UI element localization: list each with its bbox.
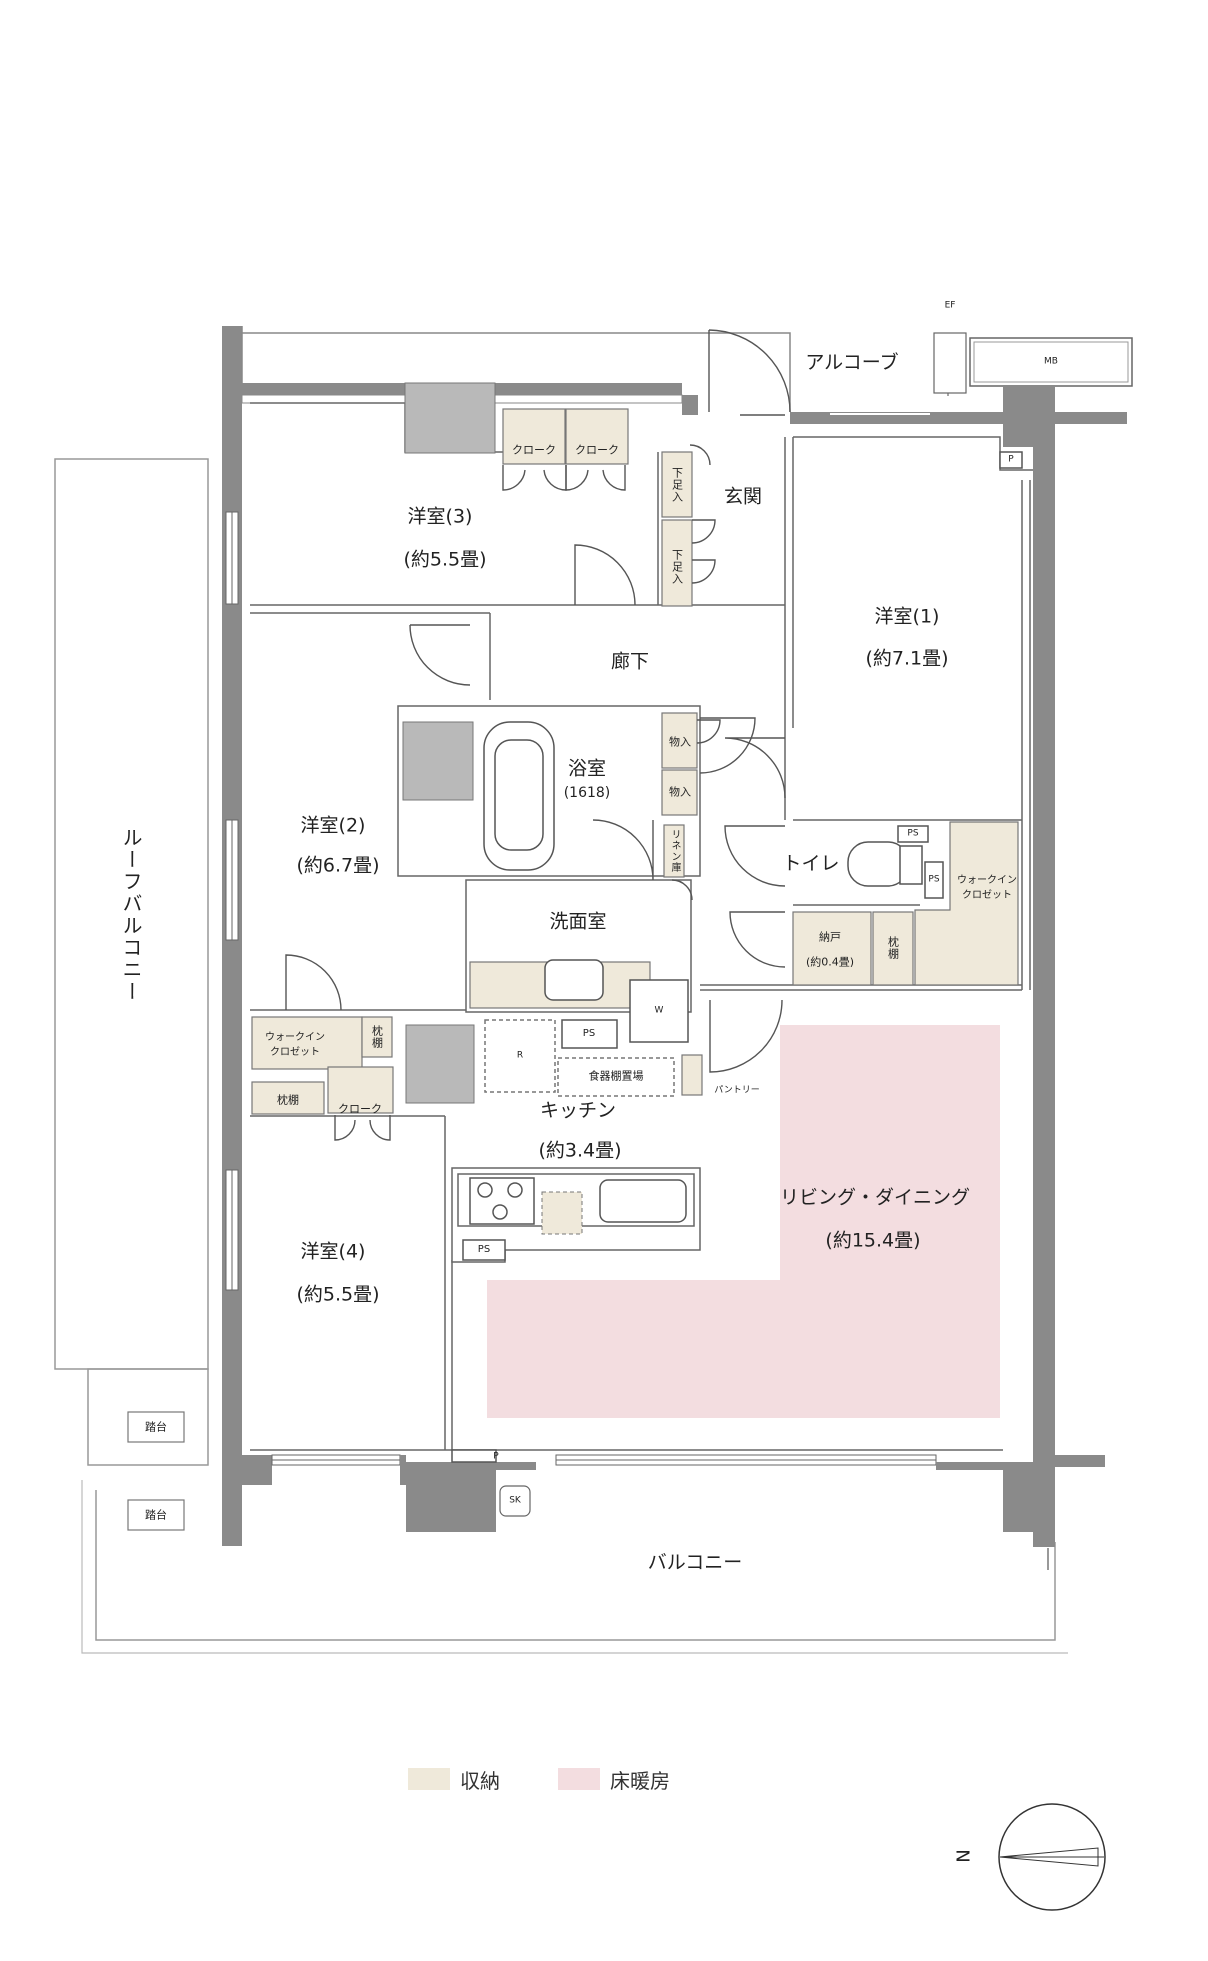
- makura-b-box: [251, 1081, 325, 1115]
- compass-graphic: [998, 1803, 1106, 1911]
- shoe-a-box: [661, 451, 693, 518]
- makura-b-label: 枕棚: [277, 1093, 299, 1107]
- mono-a-label: 物入: [669, 735, 691, 749]
- mono-b-box: [661, 769, 698, 816]
- mb-box: [969, 337, 1133, 387]
- legend-storage: 収納: [408, 1767, 500, 1793]
- ps-label-3: PS: [907, 828, 919, 839]
- balcony-name: バルコニー: [647, 1551, 743, 1574]
- nando-area: (約0.4畳): [805, 955, 855, 969]
- nando-label: 納戸: [819, 930, 841, 944]
- cloak-c-box: [327, 1066, 394, 1114]
- toilet-name: トイレ: [782, 852, 840, 875]
- mono-a-box: [661, 712, 698, 769]
- legend-floor-heating-label: 床暖房: [610, 1768, 670, 1793]
- room3-area: (約5.5畳): [403, 548, 487, 571]
- shoe-b-box: [661, 519, 693, 607]
- makura-a-box: [361, 1016, 393, 1058]
- shaft-3: [405, 1024, 475, 1104]
- cloak-a-label: クローク: [512, 443, 556, 457]
- kitchen-area: (約3.4畳): [538, 1139, 622, 1162]
- cloak-b-box: [565, 408, 629, 465]
- legend-storage-swatch: [408, 1768, 450, 1790]
- room2-area: (約6.7畳): [296, 854, 380, 877]
- ps-label-4: PS: [928, 874, 940, 885]
- step-label-2: 踏台: [145, 1508, 167, 1522]
- legend-storage-label: 収納: [460, 1768, 500, 1793]
- entrance-name: 玄関: [723, 485, 763, 508]
- ps-label-1: PS: [582, 1028, 596, 1039]
- bath-size: (1618): [563, 785, 611, 801]
- cloak-a-box: [502, 408, 566, 465]
- living-area: (約15.4畳): [825, 1229, 921, 1252]
- south-wall-left: [242, 1455, 272, 1485]
- legend-floor-heating: 床暖房: [558, 1767, 670, 1793]
- makura-a-label: 枕棚: [370, 1025, 384, 1049]
- washer: [629, 979, 689, 1043]
- p-label-2: P: [493, 1451, 499, 1462]
- hallway-name: 廊下: [610, 650, 650, 673]
- room4-area: (約5.5畳): [296, 1283, 380, 1306]
- makura-c-label: 枕棚: [886, 936, 900, 960]
- room1-name: 洋室(1): [874, 605, 940, 628]
- step-label-1: 踏台: [145, 1420, 167, 1434]
- wic2-box: [914, 821, 1019, 986]
- makura-c-box: [872, 911, 914, 986]
- cloak-b-label: クローク: [575, 443, 619, 457]
- shaft-2: [402, 721, 474, 801]
- compass-label: N: [953, 1849, 975, 1863]
- nando-box: [792, 911, 872, 986]
- floor-heating-area: [487, 1025, 1000, 1418]
- wic2-label: ウォークイン クロゼット: [957, 875, 1017, 901]
- r-label: R: [516, 1050, 524, 1061]
- roof-balcony-inner: [87, 1368, 209, 1466]
- balcony-outline: [95, 1490, 1056, 1641]
- mb-label: MB: [1044, 356, 1058, 367]
- ef-label: EF: [944, 300, 956, 311]
- ps-label-2: PS: [477, 1244, 491, 1255]
- sk-label: SK: [509, 1495, 521, 1506]
- living-name: リビング・ダイニング: [779, 1186, 971, 1209]
- w-label: W: [654, 1005, 664, 1016]
- linen-box: [663, 824, 685, 878]
- balcony-outline-2: [81, 1480, 1068, 1654]
- south-column-1: [406, 1462, 496, 1532]
- alcove-name: アルコーブ: [805, 351, 899, 374]
- mono-b-label: 物入: [669, 785, 691, 799]
- shoe-b-label: 下足入: [670, 549, 684, 585]
- washroom-name: 洗面室: [549, 910, 607, 933]
- step-box-2: [127, 1499, 185, 1531]
- p-label-1: P: [1008, 454, 1014, 465]
- room4-name: 洋室(4): [300, 1240, 366, 1263]
- wic1-label: ウォークイン クロゼット: [265, 1032, 325, 1058]
- step-box-1: [127, 1411, 185, 1443]
- room1-area: (約7.1畳): [865, 647, 949, 670]
- linen-label: リネン庫: [669, 829, 680, 873]
- roof-balcony-name: ルーフバルコニー: [119, 827, 143, 1003]
- wic1-box: [251, 1016, 363, 1070]
- east-wall: [1033, 447, 1055, 1547]
- cloak-c-label: クローク: [338, 1102, 382, 1116]
- shaft-1: [404, 382, 496, 454]
- east-column-top: [1003, 385, 1055, 447]
- pantry-label: パントリー: [714, 1085, 760, 1096]
- room2-name: 洋室(2): [300, 814, 366, 837]
- legend-floor-heating-swatch: [558, 1768, 600, 1790]
- bath-name: 浴室: [567, 757, 607, 780]
- shoe-a-label: 下足入: [670, 467, 684, 503]
- dish-shelf-label: 食器棚置場: [588, 1069, 644, 1083]
- ef-box: [933, 332, 967, 394]
- east-column-bottom: [1003, 1462, 1055, 1532]
- sk-sink: [499, 1485, 531, 1517]
- pantry-box: [681, 1054, 703, 1096]
- room3-name: 洋室(3): [407, 505, 473, 528]
- kitchen-name: キッチン: [539, 1099, 617, 1122]
